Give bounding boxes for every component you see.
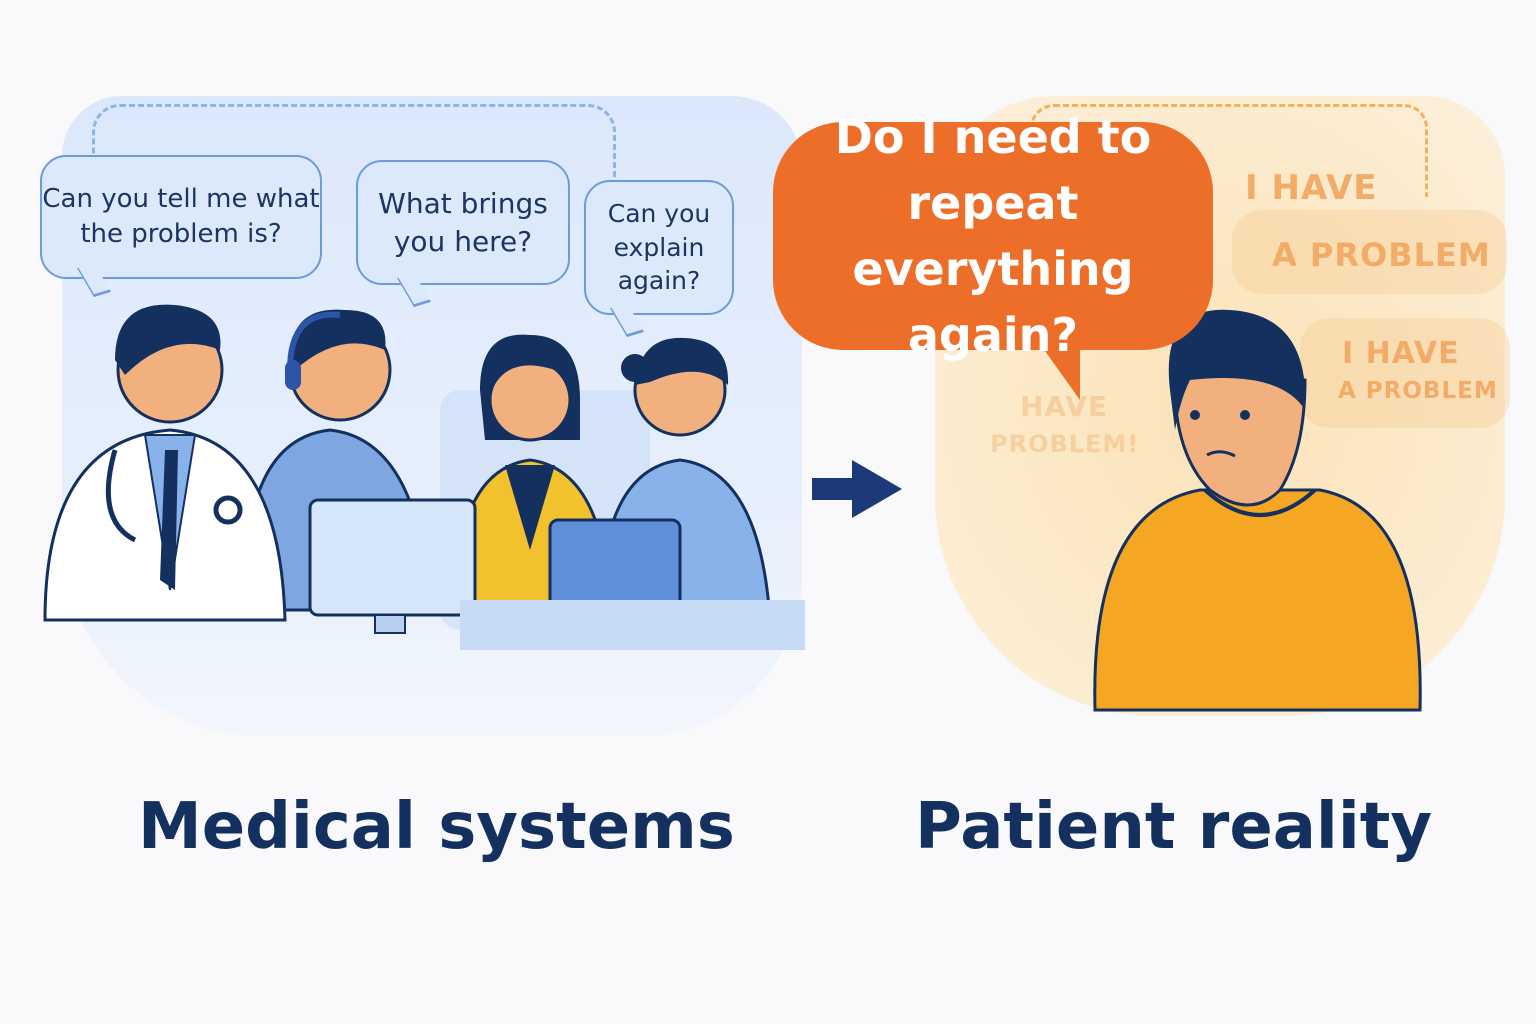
arrow-right-icon (812, 460, 902, 518)
medical-staff-illustration (43, 304, 805, 650)
speech-bubble: Can you explain again? (584, 180, 734, 315)
bubble-text: Can you tell me what the problem is? (42, 183, 320, 249)
faded-box (1300, 318, 1510, 428)
caption-patient-reality: Patient reality (915, 790, 1433, 864)
faded-text: PROBLEM! (990, 430, 1140, 458)
faded-text: A PROBLEM (1272, 236, 1491, 274)
computer-monitor (308, 498, 477, 617)
patient-figure (1093, 309, 1422, 712)
bubble-text: What brings you here? (378, 186, 548, 258)
computer-monitor (548, 518, 682, 612)
faded-text: I HAVE (1245, 168, 1378, 208)
caption-medical-systems: Medical systems (138, 790, 735, 864)
faded-text: A PROBLEM (1338, 378, 1498, 404)
bubble-text: Do I need to repeat everything again? (834, 110, 1152, 362)
doctor-figure (43, 304, 287, 622)
faded-text: I HAVE (1342, 336, 1460, 371)
speech-bubble: What brings you here? (356, 160, 570, 285)
faded-box (1232, 210, 1507, 294)
bubble-text: Can you explain again? (607, 198, 711, 296)
patient-speech-bubble: Do I need to repeat everything again? (773, 110, 1213, 362)
speech-bubble: Can you tell me what the problem is? (40, 155, 322, 279)
